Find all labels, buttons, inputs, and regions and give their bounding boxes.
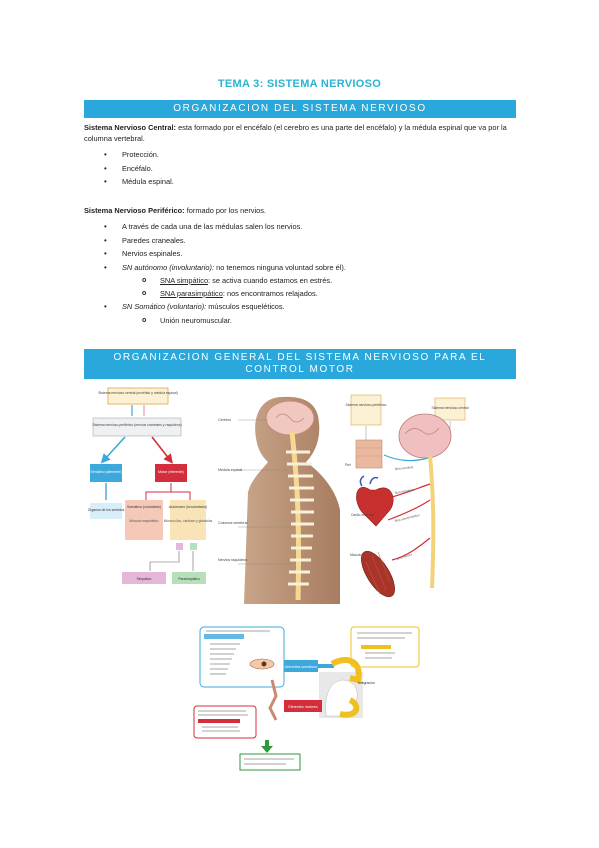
- fiber-parasympathetic-label: fibra parasimpática: [394, 513, 420, 523]
- skin-icon: [355, 439, 383, 469]
- section-heading-organizacion: ORGANIZACION DEL SISTEMA NERVIOSO: [84, 100, 516, 118]
- parasimpatico-label: Parasimpático: [178, 577, 200, 581]
- autonomo-label: Autónomo (involuntario): [169, 505, 207, 509]
- eferentes-box: [284, 700, 322, 712]
- snp-list: A través de cada una de las médulas sale…: [84, 220, 346, 327]
- integracion-label: Integración: [358, 681, 375, 685]
- list-item-parasimpatico: SNA parasimpático: nos encontramos relaj…: [84, 287, 346, 300]
- brain-icon: [398, 413, 452, 459]
- snc-text: esta formado por el encéfalo (el cerebro…: [84, 123, 507, 143]
- muscle-icon: [361, 550, 395, 598]
- output-box: [193, 705, 257, 739]
- cerebro-label: Cerebro: [218, 418, 231, 422]
- periferico-box: [350, 394, 382, 426]
- list-item: Encéfalo.: [84, 162, 174, 176]
- integration-arc: [330, 657, 362, 684]
- corazon-label: Cardio muscular: [351, 513, 375, 517]
- brain-icon: [265, 400, 315, 436]
- spinal-cord-icon: [289, 431, 302, 601]
- result-box: [239, 753, 301, 771]
- list-item: Médula espinal.: [84, 175, 174, 189]
- simpatico-box: [122, 572, 166, 584]
- diagram-organos-perifericos: Sistema nervioso periférico Sistema nerv…: [345, 394, 469, 598]
- snp-text: formado por los nervios.: [184, 206, 266, 215]
- heart-icon: [356, 487, 394, 527]
- list-item: A través de cada una de las médulas sale…: [84, 220, 346, 234]
- snc-paragraph: Sistema Nervioso Central: esta formado p…: [84, 122, 516, 144]
- diagram-organizacion-jerarquica: Sistema nervioso central (encéfalo y méd…: [88, 387, 213, 584]
- eye-icon: [249, 658, 275, 670]
- motor-arrow: [151, 436, 173, 464]
- connector: [149, 551, 194, 571]
- input-box: [199, 626, 285, 688]
- nervios-label: Nervios raquídeos: [218, 558, 247, 562]
- head-silhouette-icon: [319, 672, 363, 718]
- list-item: Protección.: [84, 148, 174, 162]
- spinal-cord-icon: [428, 455, 436, 589]
- fiber-motor: [391, 537, 431, 561]
- motor-label: Motor (eferente): [158, 470, 184, 474]
- somatico-box: [125, 500, 163, 540]
- periferico-label: Sistema nervioso periférico: [346, 403, 387, 407]
- fiber-sensitive-label: fibra sensitiva: [395, 465, 414, 471]
- aferentes-box: [284, 660, 318, 672]
- eferentes-label: Eferentes motores: [288, 705, 318, 709]
- fiber-sensitive: [383, 454, 429, 462]
- sensory-arrow: [100, 436, 126, 464]
- sympathetic-swatch: [176, 543, 183, 550]
- central-label: Sistema nervioso central: [431, 406, 468, 410]
- musculo-liso-label: Músculo liso, cardíaco y glándulas: [164, 519, 213, 523]
- sensitivo-box: [90, 464, 122, 482]
- organos-box: [90, 503, 122, 519]
- parasimpatico-box: [172, 572, 206, 584]
- motor-branch: [145, 483, 191, 500]
- simpatico-label: Simpático: [137, 577, 152, 581]
- medula-label: Médula espinal: [218, 468, 242, 472]
- motor-box: [155, 464, 187, 482]
- arm-icon: [268, 679, 278, 721]
- snp-box: [92, 417, 182, 437]
- snp-label: Sistema nervioso periférico (nervios cra…: [92, 423, 181, 427]
- somatico-label: Somático (voluntario): [127, 505, 161, 509]
- arrow-down-icon: [261, 746, 273, 753]
- page-title: TEMA 3: SISTEMA NERVIOSO: [217, 78, 382, 90]
- autonomo-box: [170, 500, 206, 540]
- list-item-somatico: SN Somático (voluntario): músculos esque…: [84, 300, 346, 314]
- musculo-label: Músculo: [350, 553, 362, 557]
- integration-box: [350, 626, 420, 668]
- fiber-sympathetic: [387, 483, 431, 499]
- organos-label: Órganos de los sentidos: [88, 507, 125, 512]
- central-box: [434, 397, 466, 421]
- columna-label: Columna vertebral: [218, 521, 248, 525]
- snc-label: Sistema nervioso central (encéfalo y méd…: [98, 391, 178, 395]
- snc-list: Protección. Encéfalo. Médula espinal.: [84, 148, 174, 189]
- section-heading-control-motor: ORGANIZACION GENERAL DEL SISTEMA NERVIOS…: [84, 349, 516, 379]
- snc-term: Sistema Nervioso Central:: [84, 123, 177, 132]
- parasympathetic-swatch: [190, 543, 197, 550]
- snp-term: Sistema Nervioso Periférico:: [84, 206, 185, 215]
- list-item-simpatico: SNA simpático: se activa cuando estamos …: [84, 274, 346, 287]
- body-silhouette-icon: [244, 396, 340, 604]
- list-item-autonomo: SN autónomo (involuntario): no tenemos n…: [84, 261, 346, 275]
- list-item: Nervios espinales.: [84, 247, 346, 261]
- musculo-label: Músculo esquelético: [130, 519, 159, 523]
- fiber-motor-label: fibra motora: [396, 552, 413, 561]
- fiber-parasympathetic: [387, 499, 431, 521]
- fiber-sympathetic-label: fibra simpática: [394, 488, 414, 495]
- snc-box: [107, 387, 169, 405]
- aferentes-label: Aferentes sensitivos: [285, 665, 317, 669]
- brain-fold: [275, 413, 305, 423]
- diagram-silueta-medula: Cerebro Médula espinal Columna vertebral…: [218, 396, 340, 604]
- sensitivo-label: Sensitivo (aferente): [90, 470, 121, 474]
- piel-label: Piel: [345, 463, 351, 467]
- diagram-control-motor: Aferentes sensitivos Integración Eferent…: [193, 626, 420, 771]
- list-item-union: Unión neuromuscular.: [84, 314, 346, 327]
- list-item: Paredes craneales.: [84, 234, 346, 248]
- snp-paragraph: Sistema Nervioso Periférico: formado por…: [84, 205, 516, 216]
